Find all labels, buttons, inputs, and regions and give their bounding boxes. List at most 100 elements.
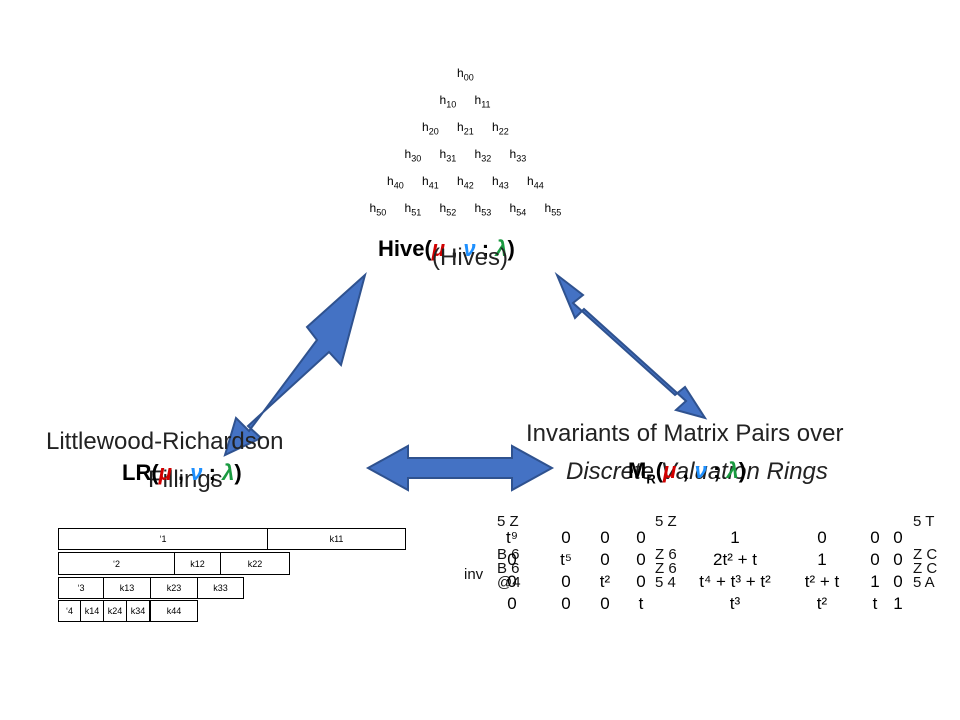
tableau-cell: k13 [103, 577, 151, 599]
matrix-entry: 1 [730, 528, 740, 547]
garble-left: @4 [497, 574, 521, 591]
lr-label-prefix: LR( [122, 460, 159, 485]
hive-entry: h55 [544, 201, 562, 218]
hive-entry: h11 [474, 93, 491, 110]
matrix-entry: 1 [870, 572, 880, 591]
tableau-cell: k23 [150, 577, 198, 599]
garble-right: Z C [913, 560, 938, 577]
lambda-symbol: λ [495, 236, 508, 261]
hive-label-suffix: ) [507, 236, 515, 261]
separator: ; [706, 458, 727, 483]
hive-entry: h21 [457, 120, 474, 137]
matrix-entry: 0 [636, 550, 646, 569]
matrix-entry: 0 [636, 528, 646, 547]
separator: ; [202, 460, 223, 485]
hive-entry: h43 [492, 174, 509, 191]
garble-left: B 6 [497, 560, 520, 577]
hive-entry: h40 [387, 174, 404, 191]
matrix-entry: t³ [729, 594, 741, 613]
inv-title-line2: Discrete Valuation Rings [566, 458, 828, 485]
lambda-symbol: λ [726, 458, 739, 483]
tableau-cell: ‘2 [58, 552, 175, 575]
mu-symbol: μ [431, 236, 446, 261]
tableau-cell: ‘1 [58, 528, 268, 550]
matrix-entry: 0 [870, 528, 880, 547]
matrix-entry: t² + t [804, 572, 840, 591]
nu-symbol: ν [463, 236, 476, 261]
matrix-entry: t² [599, 572, 611, 591]
matrix-entry: 0 [600, 528, 610, 547]
matrix-entry: t⁵ [560, 550, 572, 569]
matrix-entry: 0 [561, 594, 571, 613]
garble-top-left: 5 Z [497, 513, 519, 530]
hive-entry: h51 [404, 201, 422, 218]
separator: , [445, 236, 464, 261]
matrix-entry: 0 [817, 528, 827, 547]
tableau-cell: k33 [197, 577, 244, 599]
inv-label-prefix: M [628, 458, 647, 483]
hive-entry: h00 [457, 66, 474, 83]
separator: , [171, 460, 191, 485]
matrix-entry: 0 [600, 550, 610, 569]
hive-entry: h50 [369, 201, 387, 218]
lambda-symbol: λ [222, 460, 235, 485]
hive-entry: h30 [404, 147, 422, 164]
nu-symbol: ν [190, 460, 203, 485]
inv-label-open: ( [655, 458, 664, 483]
hive-entry: h53 [474, 201, 492, 218]
garble-inv: inv [464, 566, 484, 583]
matrix-entry: 0 [600, 594, 610, 613]
lr-label-suffix: ) [234, 460, 242, 485]
matrix-entry: 1 [893, 594, 903, 613]
garble-mid: 5 4 [655, 574, 676, 591]
garble-right: 5 A [913, 574, 935, 591]
matrix-entry: 0 [507, 594, 517, 613]
separator: , [676, 458, 695, 483]
garble-right: Z C [913, 546, 938, 563]
matrix-entry: t² [816, 594, 828, 613]
matrix-entry: 0 [893, 572, 903, 591]
garble-mid: Z 6 [655, 560, 677, 577]
matrix-entry: 0 [870, 550, 880, 569]
hive-label: Hive(μ , ν ; λ) [378, 236, 515, 262]
matrix-entry: t [638, 594, 644, 613]
matrix-entry: 1 [817, 550, 827, 569]
hive-label-prefix: Hive( [378, 236, 432, 261]
hive-entry: h42 [457, 174, 474, 191]
hive-entry: h31 [439, 147, 457, 164]
matrix-entry: 0 [636, 572, 646, 591]
matrix-entry: 0 [507, 572, 517, 591]
matrix-entry: 2t² + t [713, 550, 757, 569]
hive-entry: h10 [439, 93, 457, 110]
garble-left: B 6 [497, 546, 520, 563]
hive-entry: h54 [509, 201, 527, 218]
tableau-cell: k24 [103, 600, 127, 622]
tableau-cell: k12 [174, 552, 221, 575]
hive-entry: h33 [509, 147, 527, 164]
matrix-entry: 0 [893, 528, 903, 547]
garble-mid: Z 6 [655, 546, 677, 563]
nu-symbol: ν [694, 458, 707, 483]
lr-title-line1: Littlewood-Richardson [46, 428, 284, 455]
inv-label-suffix: ) [738, 458, 747, 483]
tableau-cell: k34 [126, 600, 150, 622]
matrix-entry: t [872, 594, 878, 613]
hive-entry: h32 [474, 147, 492, 164]
tableau-cell: ‘4 [58, 600, 81, 622]
hive-caption: (Hives) [432, 244, 508, 271]
hive-entry: h22 [492, 120, 509, 137]
mu-symbol: μ [663, 458, 677, 483]
garble-top-mid: 5 Z [655, 513, 677, 530]
double-arrow-lr-inv [365, 444, 555, 492]
matrix-entry: 0 [561, 528, 571, 547]
hive-entry: h20 [422, 120, 439, 137]
inv-label: MR(μ , ν ; λ) [628, 458, 746, 486]
separator: ; [475, 236, 496, 261]
tableau-cell: k22 [220, 552, 290, 575]
garble-top-right: 5 T [913, 513, 935, 530]
hive-entry: h41 [422, 174, 439, 191]
lr-label: LR(μ , ν ; λ) [122, 460, 242, 486]
double-arrow-hive-lr [223, 272, 367, 457]
tableau-cell: k44 [150, 600, 198, 622]
